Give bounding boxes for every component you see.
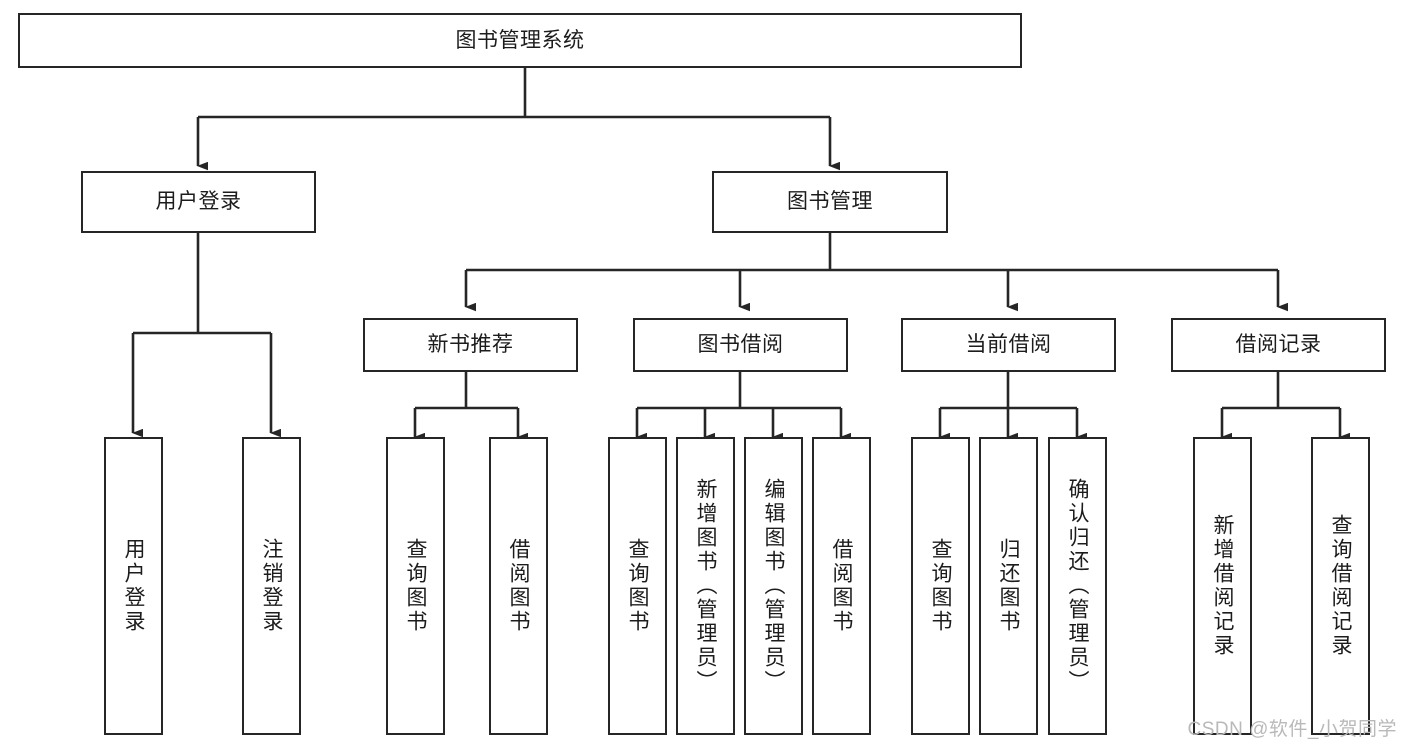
node-leaf-query-book-3-label: 查询图书	[929, 538, 952, 634]
node-borrow-record[interactable]: 借阅记录	[1171, 318, 1386, 372]
node-book-borrow[interactable]: 图书借阅	[633, 318, 848, 372]
node-leaf-add-book-label: 新增图书（管理员）	[694, 478, 717, 694]
node-leaf-query-book-3[interactable]: 查询图书	[911, 437, 970, 735]
node-book-manage-label: 图书管理	[787, 190, 873, 214]
csdn-watermark: CSDN @软件_小贺同学	[1187, 719, 1397, 740]
node-leaf-query-book-2[interactable]: 查询图书	[608, 437, 667, 735]
node-leaf-borrow-book-1[interactable]: 借阅图书	[489, 437, 548, 735]
node-user-login[interactable]: 用户登录	[81, 171, 316, 233]
node-leaf-edit-book[interactable]: 编辑图书（管理员）	[744, 437, 803, 735]
node-user-login-label: 用户登录	[155, 190, 242, 214]
node-leaf-logout-login-label: 注销登录	[260, 538, 283, 634]
node-leaf-query-record-label: 查询借阅记录	[1329, 514, 1352, 658]
node-leaf-confirm-return[interactable]: 确认归还（管理员）	[1048, 437, 1107, 735]
node-root[interactable]: 图书管理系统	[18, 13, 1022, 68]
node-leaf-borrow-book-1-label: 借阅图书	[507, 538, 530, 634]
node-leaf-borrow-book-2[interactable]: 借阅图书	[812, 437, 871, 735]
node-current-borrow-label: 当前借阅	[965, 333, 1052, 357]
node-leaf-borrow-book-2-label: 借阅图书	[830, 538, 853, 634]
node-leaf-add-record-label: 新增借阅记录	[1211, 514, 1234, 658]
node-new-book-recommend[interactable]: 新书推荐	[363, 318, 578, 372]
node-leaf-return-book-label: 归还图书	[997, 538, 1020, 634]
node-leaf-confirm-return-label: 确认归还（管理员）	[1066, 478, 1089, 694]
node-leaf-query-book-1[interactable]: 查询图书	[386, 437, 445, 735]
node-leaf-query-book-1-label: 查询图书	[404, 538, 427, 634]
node-current-borrow[interactable]: 当前借阅	[901, 318, 1116, 372]
node-book-borrow-label: 图书借阅	[697, 333, 784, 357]
node-leaf-add-book[interactable]: 新增图书（管理员）	[676, 437, 735, 735]
node-leaf-user-login[interactable]: 用户登录	[104, 437, 163, 735]
node-book-manage[interactable]: 图书管理	[712, 171, 948, 233]
node-leaf-query-book-2-label: 查询图书	[626, 538, 649, 634]
node-leaf-edit-book-label: 编辑图书（管理员）	[762, 478, 785, 694]
node-root-label: 图书管理系统	[455, 28, 585, 52]
node-new-book-recommend-label: 新书推荐	[427, 333, 514, 357]
node-leaf-add-record[interactable]: 新增借阅记录	[1193, 437, 1252, 735]
node-leaf-user-login-label: 用户登录	[122, 538, 145, 634]
node-leaf-return-book[interactable]: 归还图书	[979, 437, 1038, 735]
node-leaf-query-record[interactable]: 查询借阅记录	[1311, 437, 1370, 735]
node-leaf-logout-login[interactable]: 注销登录	[242, 437, 301, 735]
node-borrow-record-label: 借阅记录	[1235, 333, 1322, 357]
